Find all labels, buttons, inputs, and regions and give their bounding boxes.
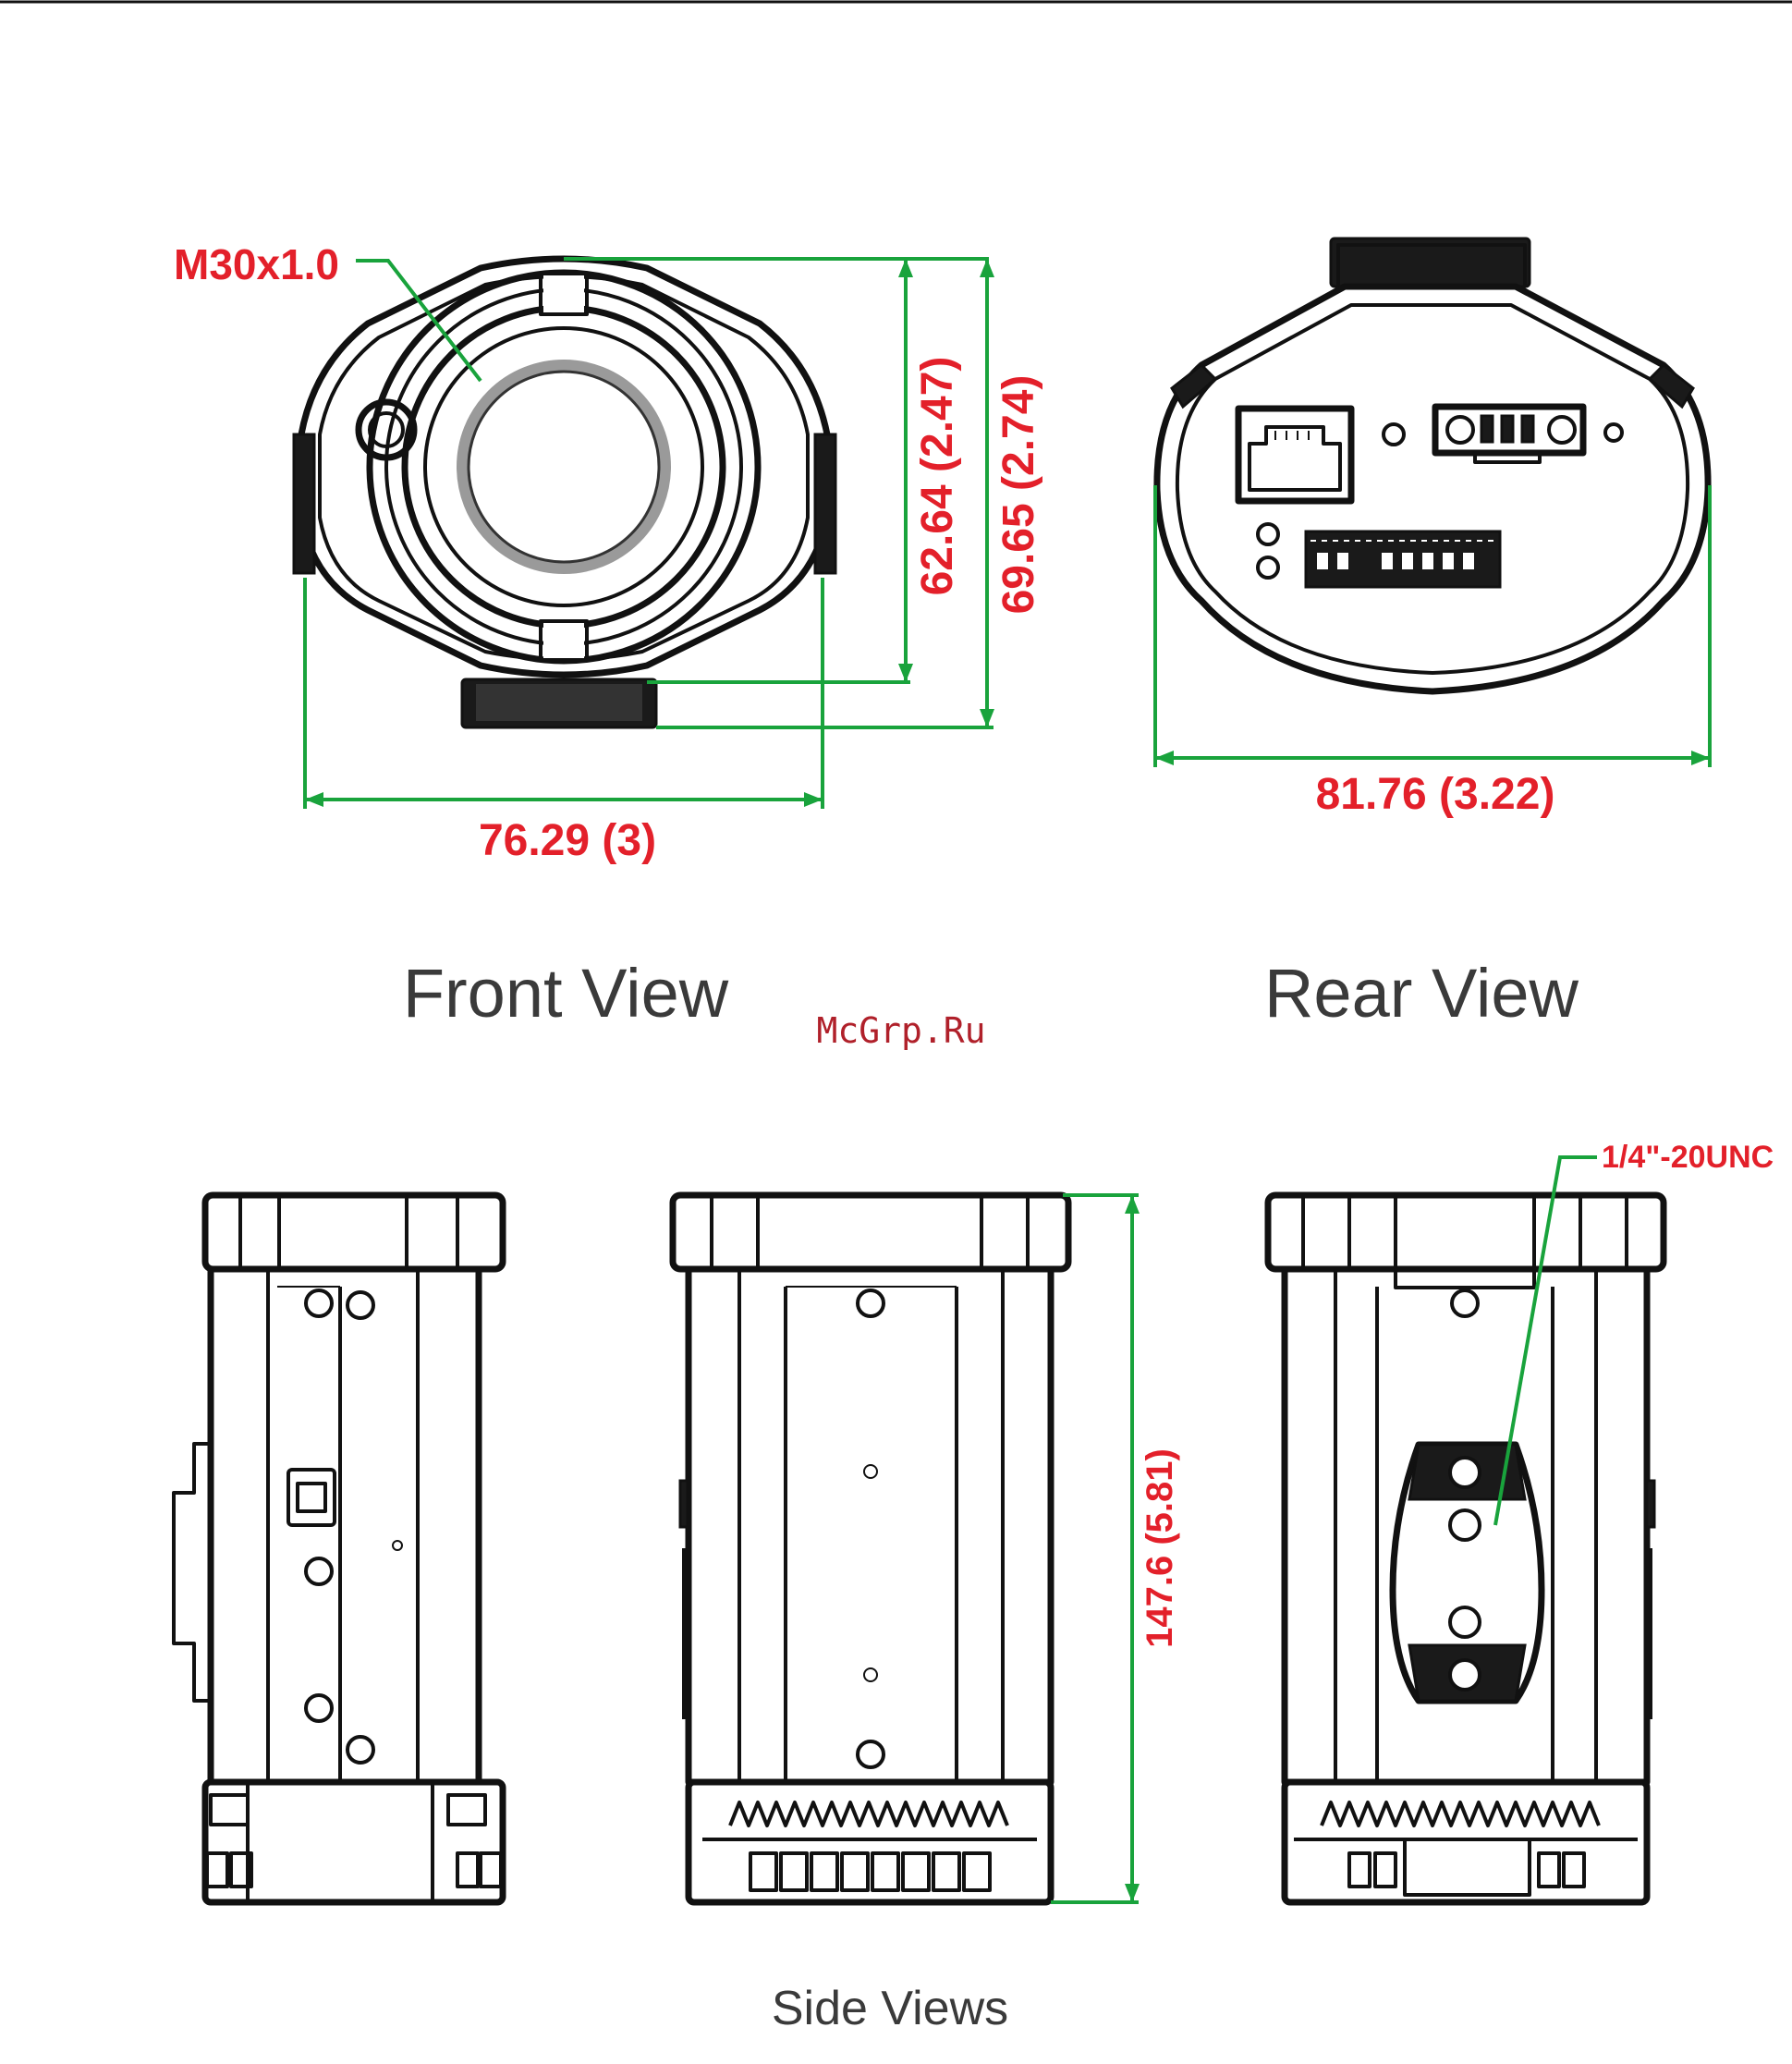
front-width-label: 76.29 (3) (479, 816, 656, 865)
front-view-title: Front View (403, 955, 729, 1032)
side-views-title: Side Views (772, 1982, 1008, 2035)
watermark: McGrp.Ru (816, 1010, 985, 1051)
side-view-left (174, 1195, 503, 1902)
rear-view-title: Rear View (1264, 955, 1579, 1032)
mount-label: 1/4"-20UNC (1602, 1140, 1774, 1175)
side-view-middle (673, 1195, 1068, 1902)
front-view-drawing (294, 259, 835, 727)
rear-width-dimension (1155, 485, 1710, 767)
rear-view-drawing (1157, 238, 1708, 691)
front-inner-height-label: 62.64 (2.47) (913, 357, 962, 596)
front-outer-height-label: 69.65 (2.74) (994, 375, 1043, 615)
side-view-right (1268, 1195, 1664, 1902)
rear-width-label: 81.76 (3.22) (1316, 770, 1555, 819)
side-height-label: 147.6 (5.81) (1140, 1448, 1180, 1648)
thread-label: M30x1.0 (174, 240, 339, 288)
side-height-dimension (1051, 1195, 1140, 1902)
